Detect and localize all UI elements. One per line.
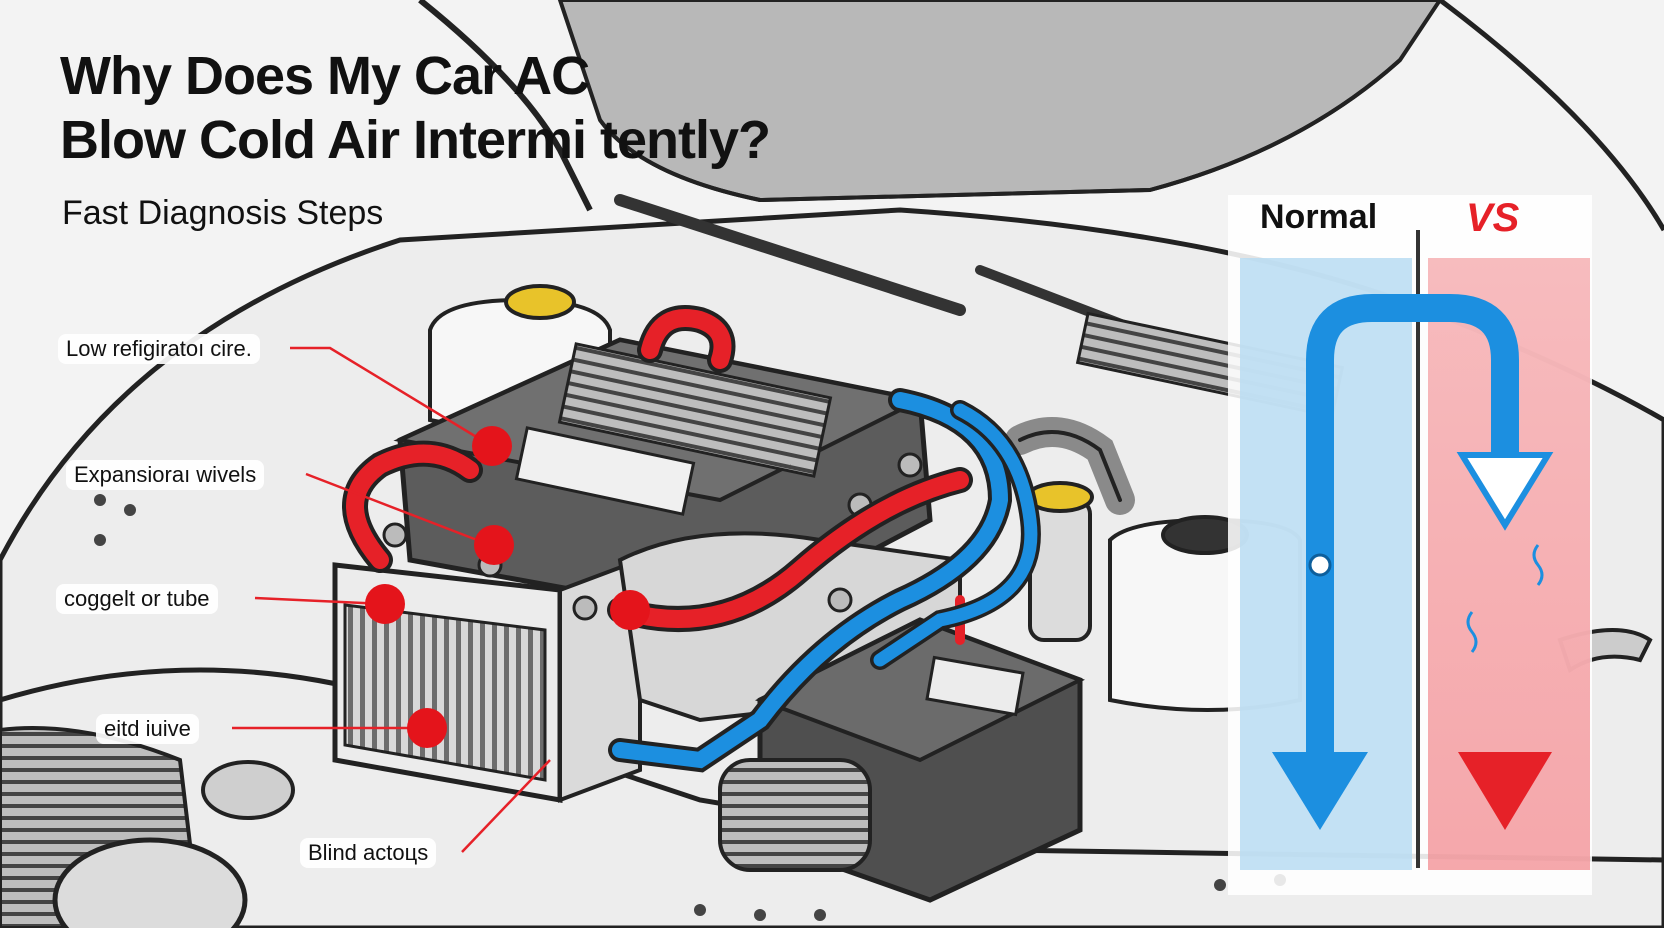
callout-eitd: eitd iuive bbox=[96, 714, 199, 744]
engine-assembly bbox=[332, 337, 1135, 903]
normal-flow-arrow bbox=[1306, 294, 1519, 760]
marker-dot bbox=[365, 584, 405, 624]
callout-coggelt: coggelt or tube bbox=[56, 584, 218, 614]
title-line-2: Blow Cold Air Intermi tently? bbox=[60, 110, 771, 170]
marker-dot bbox=[610, 590, 650, 630]
callout-leaders bbox=[232, 346, 551, 853]
fluctuation-icon bbox=[1466, 544, 1544, 653]
comparison-panel bbox=[1228, 195, 1592, 895]
refrigerant-hoses bbox=[342, 305, 1041, 773]
page-title: Why Does My Car AC Blow Cold Air Intermi… bbox=[60, 44, 771, 172]
vs-label: VS bbox=[1466, 196, 1520, 240]
title-line-1: Why Does My Car AC bbox=[60, 46, 590, 106]
fault-arrowhead bbox=[1458, 752, 1552, 830]
callout-blind: Blind actoцs bbox=[300, 838, 437, 868]
normal-arrowhead bbox=[1272, 752, 1368, 830]
marker-dot bbox=[474, 525, 514, 565]
page-subtitle: Fast Diagnosis Steps bbox=[62, 194, 384, 232]
callout-expansion: Expansioraı wivels bbox=[66, 460, 265, 490]
marker-dot bbox=[407, 708, 447, 748]
normal-label: Normal bbox=[1260, 198, 1378, 236]
callout-refrigerant: Low refigiratoı cire. bbox=[58, 334, 260, 364]
fault-arrowhead-top bbox=[1456, 452, 1554, 531]
marker-dot bbox=[472, 426, 512, 466]
diagnostic-markers bbox=[365, 426, 650, 748]
